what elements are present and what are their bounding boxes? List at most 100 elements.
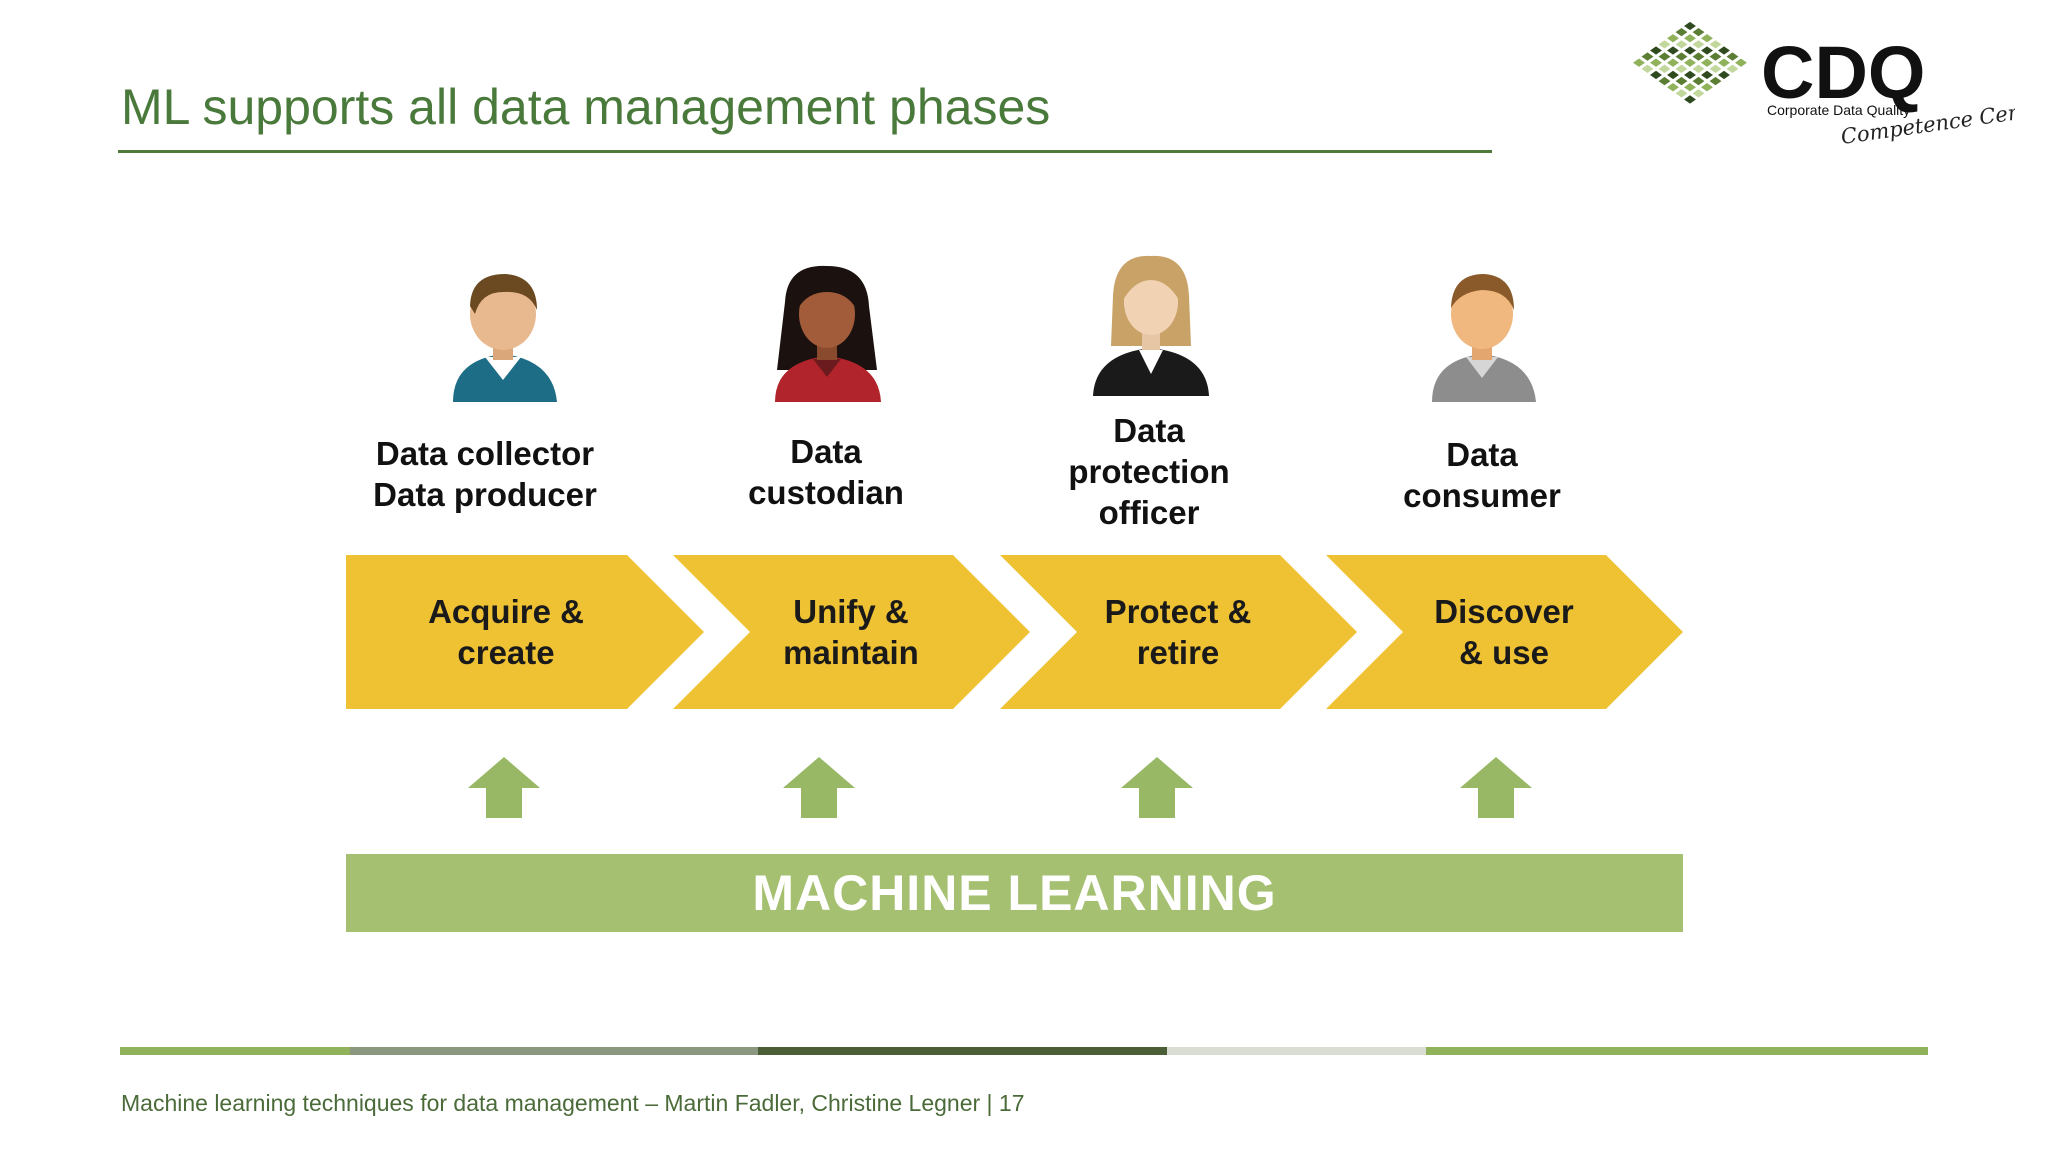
logo-diamond-tile — [1675, 64, 1688, 74]
logo-diamond-tile — [1667, 46, 1679, 55]
footer-bar-segment — [1167, 1047, 1426, 1055]
phase-line: create — [457, 634, 555, 671]
logo-diamond-tile — [1684, 83, 1696, 92]
logo-diamond-tile — [1684, 95, 1696, 104]
phase-label-unify-maintain: Unify & maintain — [731, 591, 971, 673]
logo-diamond-tile — [1718, 46, 1730, 55]
chevron-unify-maintain — [673, 555, 1030, 709]
logo-diamond-tile — [1692, 76, 1705, 86]
up-arrow-icon — [1460, 757, 1532, 818]
logo-diamond-tile — [1709, 64, 1722, 74]
logo-diamond-tile — [1684, 70, 1696, 80]
role-label-data-consumer: Data consumer — [1332, 434, 1632, 516]
logo-diamond-tile — [1726, 52, 1739, 61]
logo-diamond-tile — [1650, 46, 1662, 55]
role-line: protection — [1068, 453, 1230, 490]
phase-label-acquire-create: Acquire & create — [386, 591, 626, 673]
phase-label-protect-retire: Protect & retire — [1058, 591, 1298, 673]
footer-bar-segment — [1426, 1047, 1928, 1055]
man-gray-shirt-icon — [1432, 274, 1536, 402]
logo-diamond-tile — [1735, 58, 1747, 67]
role-line: custodian — [748, 474, 904, 511]
logo-diamond-tile — [1675, 76, 1688, 86]
man-blue-sweater-icon — [453, 274, 557, 402]
title-underline — [118, 150, 1492, 153]
logo-diamond-tile — [1692, 52, 1705, 61]
phase-line: & use — [1459, 634, 1549, 671]
logo-diamond-tile — [1675, 89, 1688, 98]
up-arrow-icon — [783, 757, 855, 818]
logo-diamond-tile — [1709, 52, 1722, 61]
logo-diamond-tile — [1650, 70, 1662, 80]
logo-diamond-tile — [1701, 46, 1713, 55]
cdq-logo: CDQ Corporate Data Quality Competence Ce… — [1630, 18, 2048, 153]
logo-diamond-tile — [1701, 83, 1713, 92]
logo-diamond-tile — [1658, 40, 1671, 49]
logo-diamond-tile — [1701, 34, 1713, 43]
up-arrow-icon — [468, 757, 540, 818]
logo-diamond-tile — [1709, 76, 1722, 86]
chevron-protect-retire — [1000, 555, 1357, 709]
logo-diamond-tile — [1684, 34, 1696, 43]
logo-diamond-tile — [1718, 58, 1730, 67]
logo-diamond-tile — [1684, 46, 1696, 55]
logo-diamond-tile — [1701, 70, 1713, 80]
logo-diamond-tile — [1692, 40, 1705, 49]
phase-line: Unify & — [793, 593, 909, 630]
role-line: Data producer — [373, 476, 597, 513]
logo-diamond-tile — [1658, 64, 1671, 74]
logo-diamond-tile — [1633, 58, 1645, 67]
chevron-discover-use — [1326, 555, 1683, 709]
woman-red-jacket-icon — [775, 265, 881, 402]
logo-diamond-tile — [1658, 76, 1671, 86]
logo-diamond-tile — [1675, 27, 1688, 37]
phase-line: Discover — [1434, 593, 1574, 630]
woman-black-suit-icon — [1093, 255, 1209, 396]
logo-diamond-tile — [1684, 21, 1696, 31]
role-label-data-collector: Data collector Data producer — [335, 433, 635, 515]
role-label-data-custodian: Data custodian — [676, 431, 976, 513]
role-line: Data — [790, 433, 862, 470]
logo-diamond-tile — [1675, 40, 1688, 49]
logo-diamond-tile — [1726, 64, 1739, 74]
cdq-diamond-mark-icon: CDQ Corporate Data Quality Competence Ce… — [1633, 21, 2048, 149]
role-line: Data — [1113, 412, 1185, 449]
logo-diamond-tile — [1641, 64, 1654, 74]
phase-label-discover-use: Discover & use — [1384, 591, 1624, 673]
role-line: Data — [1446, 436, 1518, 473]
logo-diamond-tile — [1667, 58, 1679, 67]
slide-footer: Machine learning techniques for data man… — [121, 1090, 1025, 1116]
logo-diamond-tile — [1650, 58, 1662, 67]
logo-diamond-tile — [1692, 89, 1705, 98]
logo-diamond-tile — [1692, 27, 1705, 37]
logo-diamond-tile — [1658, 52, 1671, 61]
logo-diamond-tile — [1709, 40, 1722, 49]
logo-diamond-tile — [1641, 52, 1654, 61]
footer-color-bar — [120, 1047, 1928, 1055]
machine-learning-label: MACHINE LEARNING — [752, 865, 1277, 921]
machine-learning-bar: MACHINE LEARNING — [346, 854, 1683, 932]
role-line: consumer — [1403, 477, 1561, 514]
phase-line: retire — [1136, 634, 1220, 671]
role-label-data-protection-officer: Data protection officer — [999, 410, 1299, 533]
logo-diamond-tile — [1667, 70, 1679, 80]
up-arrow-icon — [1121, 757, 1193, 818]
logo-diamond-tile — [1701, 58, 1713, 67]
role-line: Data collector — [375, 435, 595, 472]
logo-diamond-tile — [1667, 34, 1679, 43]
footer-bar-segment — [120, 1047, 350, 1055]
slide-title: ML supports all data management phases — [121, 79, 1051, 135]
phase-line: Acquire & — [428, 593, 584, 630]
logo-diamond-tile — [1684, 58, 1696, 67]
logo-diamond-tile — [1667, 83, 1679, 92]
logo-tagline: Corporate Data Quality — [1767, 102, 1910, 118]
logo-diamond-tile — [1675, 52, 1688, 61]
phase-line: maintain — [783, 634, 919, 671]
chevron-acquire-create — [346, 555, 704, 709]
footer-bar-segment — [758, 1047, 1167, 1055]
logo-diamond-tile — [1718, 70, 1730, 80]
phase-line: Protect & — [1104, 593, 1252, 630]
footer-bar-segment — [350, 1047, 758, 1055]
logo-wordmark: CDQ — [1761, 31, 1925, 114]
